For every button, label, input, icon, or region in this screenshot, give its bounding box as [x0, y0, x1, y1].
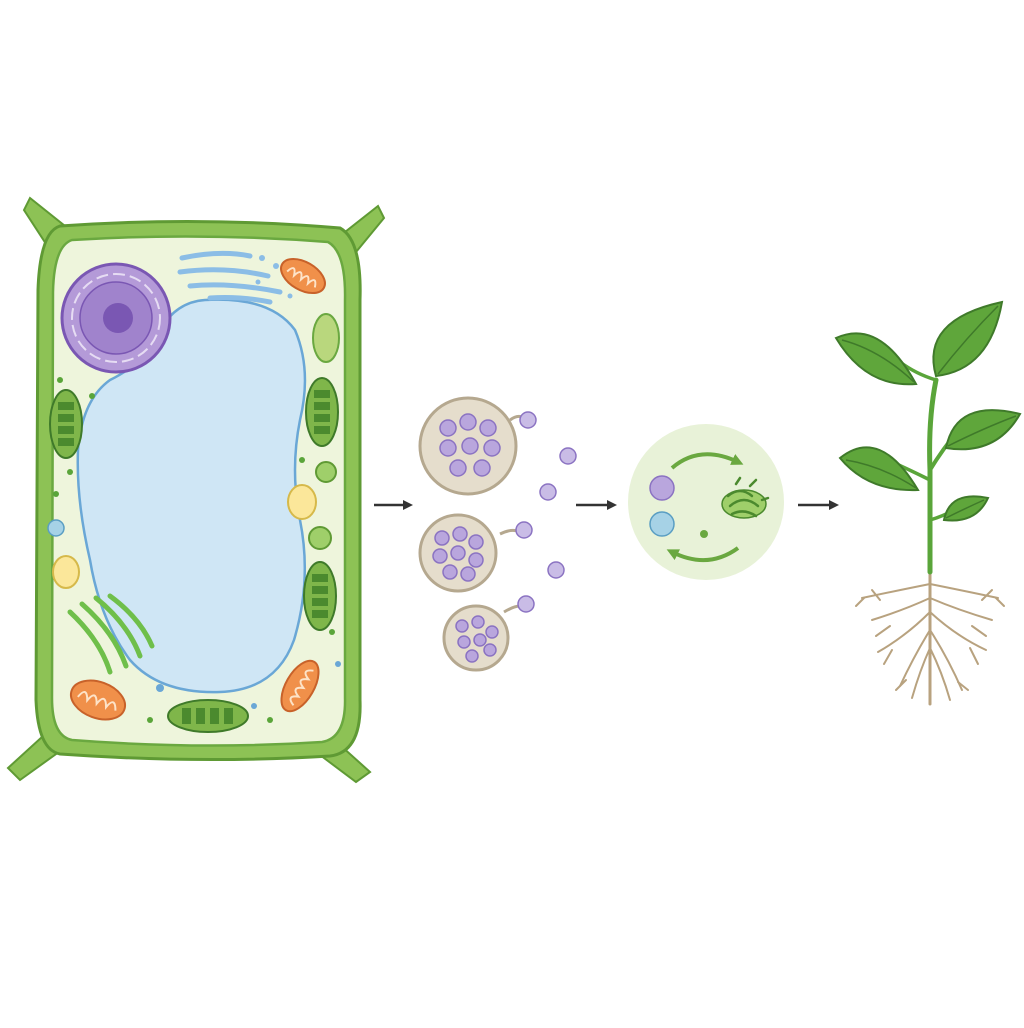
- mitochondrion: [280, 659, 320, 713]
- roots: [855, 570, 1005, 706]
- central-vacuole: [76, 298, 307, 694]
- vesicle: [442, 595, 535, 672]
- free-particle: [547, 561, 565, 579]
- vesicle-cluster-icon: [418, 396, 577, 672]
- vesicle: [52, 555, 80, 589]
- mitochondrion: [280, 257, 326, 295]
- stem: [927, 377, 939, 575]
- plant-cell-icon: [6, 196, 386, 784]
- nucleolus: [103, 303, 133, 333]
- leaf: [942, 495, 990, 522]
- blue-molecule: [649, 511, 675, 537]
- leaf: [838, 446, 920, 492]
- golgi-apparatus: [67, 593, 155, 675]
- nucleus: [60, 262, 172, 374]
- chloroplast: [167, 699, 249, 733]
- endoplasmic-reticulum: [177, 250, 283, 305]
- chloroplast-fragment: [721, 489, 767, 519]
- purple-molecule: [649, 475, 675, 501]
- leaf: [834, 332, 918, 386]
- vesicle: [418, 513, 533, 593]
- leaf: [944, 409, 1022, 451]
- free-particle: [539, 483, 557, 501]
- recycling-cycle-icon: [628, 424, 784, 580]
- chloroplast: [305, 377, 339, 447]
- free-particle: [559, 447, 577, 465]
- chloroplast: [303, 561, 337, 631]
- seedling-icon: [834, 300, 1022, 706]
- vesicle: [418, 396, 537, 496]
- chloroplast: [49, 389, 83, 459]
- leaf: [932, 300, 1004, 378]
- vesicle: [287, 484, 317, 520]
- mitochondrion: [69, 679, 127, 721]
